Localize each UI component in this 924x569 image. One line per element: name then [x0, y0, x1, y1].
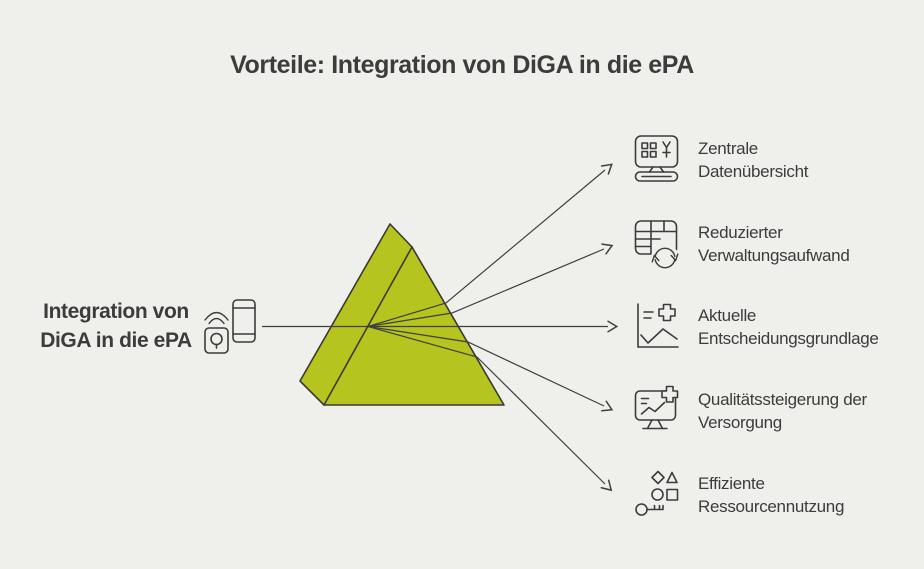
benefit-label: Zentrale Datenübersicht	[698, 137, 808, 184]
benefit-line1: Reduzierter	[698, 222, 783, 242]
benefit-label: Aktuelle Entscheidungsgrundlage	[698, 304, 879, 351]
ray-bottom-2	[367, 325, 613, 492]
benefit-line1: Qualitätssteigerung der	[698, 389, 867, 409]
benefit-item-reduzierter-verwaltungsaufwand: Reduzierter Verwaltungsaufwand	[633, 213, 903, 275]
benefit-line1: Zentrale	[698, 138, 758, 158]
shapes-key-icon	[635, 470, 679, 516]
benefit-line1: Effiziente	[698, 473, 765, 493]
table-sync-icon	[634, 220, 679, 271]
page-title: Vorteile: Integration von DiGA in die eP…	[230, 51, 694, 79]
benefit-label: Reduzierter Verwaltungsaufwand	[698, 221, 850, 268]
monitor-chart-plus-icon	[634, 385, 679, 430]
benefit-line2: Entscheidungsgrundlage	[698, 329, 879, 348]
prism-shape	[299, 223, 505, 406]
chart-plus-icon	[637, 303, 679, 348]
source-label-line1: Integration von	[43, 300, 189, 323]
benefit-item-aktuelle-entscheidungsgrundlage: Aktuelle Entscheidungsgrundlage	[633, 296, 903, 358]
benefit-label: Effiziente Ressourcennutzung	[698, 472, 844, 519]
ray-bottom-1	[367, 325, 614, 412]
ray-top-1	[367, 163, 613, 328]
benefit-label: Qualitätssteigerung der Versorgung	[698, 388, 867, 435]
benefit-item-qualitaetssteigerung-der-versorgung: Qualitätssteigerung der Versorgung	[633, 380, 903, 442]
benefit-item-effiziente-ressourcennutzung: Effiziente Ressourcennutzung	[633, 464, 903, 526]
ray-top-2	[367, 243, 614, 328]
benefit-line2: Versorgung	[698, 413, 782, 432]
benefit-line2: Ressourcennutzung	[698, 497, 845, 516]
source-label-line2: DiGA in die ePA	[40, 329, 192, 352]
benefit-line2: Verwaltungsaufwand	[698, 246, 850, 265]
benefit-line2: Datenübersicht	[698, 162, 809, 181]
benefit-item-zentrale-datenuebersicht: Zentrale Datenübersicht	[633, 129, 903, 191]
dashboard-monitor-icon	[634, 135, 679, 182]
benefit-line1: Aktuelle	[698, 305, 757, 325]
smartphone-smart-device-icon	[204, 299, 256, 354]
source-label: Integration von DiGA in die ePA	[30, 297, 202, 355]
